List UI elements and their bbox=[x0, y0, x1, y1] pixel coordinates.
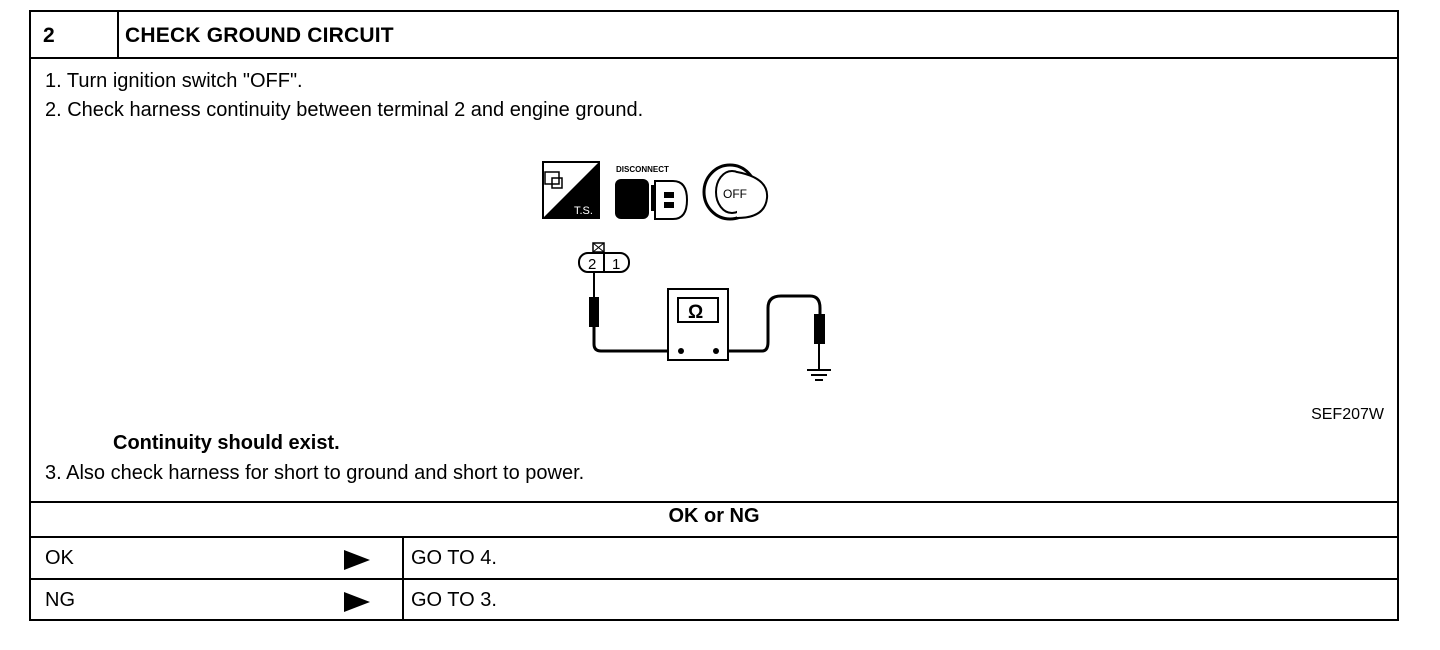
ignition-off-icon: OFF bbox=[702, 163, 769, 221]
result-action-ng: GO TO 3. bbox=[411, 589, 497, 611]
instruction-1: 1. Turn ignition switch "OFF". bbox=[45, 70, 303, 92]
disconnect-icon-label: DISCONNECT bbox=[616, 165, 669, 174]
figure-code: SEF207W bbox=[1311, 406, 1384, 423]
disconnect-icon: DISCONNECT bbox=[615, 165, 689, 220]
result-action-ok: GO TO 4. bbox=[411, 547, 497, 569]
inspection-table: 2 CHECK GROUND CIRCUIT 1. Turn ignition … bbox=[29, 10, 1399, 621]
ts-icon: T.S. bbox=[542, 161, 600, 219]
harness-connector: 2 1 bbox=[578, 242, 630, 273]
result-label-ng: NG bbox=[45, 589, 75, 611]
step-number: 2 bbox=[43, 24, 55, 47]
connector-pin-2: 2 bbox=[588, 256, 596, 273]
wiring-diagram: T.S. DISCONNECT OFF 2 1 bbox=[542, 161, 831, 381]
divider bbox=[31, 501, 1397, 503]
ohmmeter-icon: Ω bbox=[667, 288, 729, 361]
arrow-right-icon bbox=[344, 550, 370, 570]
ok-ng-heading: OK or NG bbox=[668, 505, 760, 527]
continuity-note: Continuity should exist. bbox=[113, 432, 340, 454]
arrow-right-icon bbox=[344, 592, 370, 612]
ground-icon bbox=[807, 369, 831, 381]
probe-wires bbox=[589, 272, 825, 369]
connector-pin-1: 1 bbox=[612, 256, 620, 273]
ignition-off-label: OFF bbox=[723, 187, 747, 201]
ts-icon-label: T.S. bbox=[574, 205, 593, 217]
ohm-symbol: Ω bbox=[688, 302, 703, 323]
instruction-2: 2. Check harness continuity between term… bbox=[45, 99, 644, 121]
result-label-ok: OK bbox=[45, 547, 74, 569]
divider bbox=[31, 536, 1397, 538]
table-header: 2 CHECK GROUND CIRCUIT bbox=[31, 12, 1397, 59]
step-title: CHECK GROUND CIRCUIT bbox=[125, 24, 394, 47]
instruction-3: 3. Also check harness for short to groun… bbox=[45, 462, 585, 484]
divider bbox=[31, 578, 1397, 580]
header-divider bbox=[117, 12, 119, 57]
